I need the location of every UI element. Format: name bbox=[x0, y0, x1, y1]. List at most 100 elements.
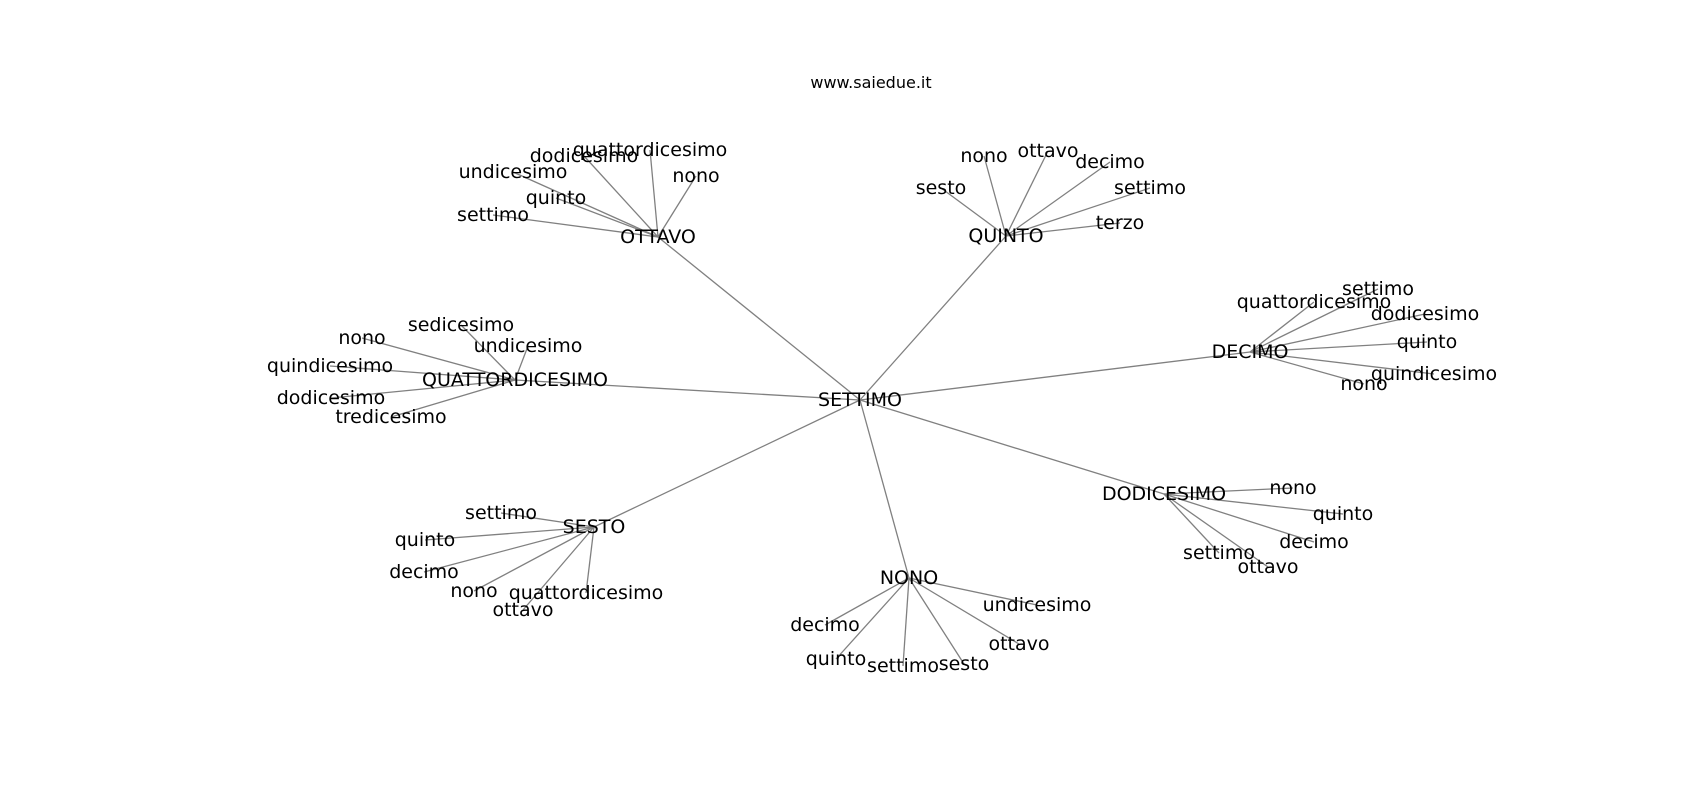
root-node-label: SETTIMO bbox=[818, 389, 902, 411]
edge-ottavo-to-quattordicesimo bbox=[649, 149, 659, 238]
edge-nono-to-ottavo bbox=[908, 577, 1020, 645]
leaf-node-label: ottavo bbox=[1017, 140, 1078, 162]
edge-nono-to-sesto bbox=[908, 577, 965, 665]
edge-root-to-decimo bbox=[859, 351, 1251, 401]
leaf-node-label: nono bbox=[1340, 373, 1387, 395]
leaf-node-label: decimo bbox=[1075, 151, 1145, 173]
edge-sesto-to-quattordicesimo bbox=[585, 526, 595, 594]
edge-ottavo-to-nono bbox=[657, 175, 697, 238]
leaf-node-label: settimo bbox=[465, 502, 537, 524]
leaf-node-label: quinto bbox=[806, 648, 867, 670]
leaf-node-label: dodicesimo bbox=[1371, 303, 1479, 325]
edge-nono-to-settimo bbox=[902, 577, 910, 667]
leaf-node-label: quindicesimo bbox=[1371, 363, 1497, 385]
leaf-node-label: sedicesimo bbox=[408, 314, 514, 336]
leaf-node-label: tredicesimo bbox=[335, 406, 446, 428]
cluster-node-label: DODICESIMO bbox=[1102, 483, 1226, 505]
edge-quinto-to-decimo bbox=[1005, 161, 1111, 237]
edge-root-to-nono bbox=[859, 399, 910, 579]
edge-quinto-to-sesto bbox=[940, 187, 1007, 237]
edge-dodicesimo-to-nono bbox=[1163, 487, 1294, 495]
leaf-node-label: nono bbox=[338, 327, 385, 349]
edge-dodicesimo-to-ottavo bbox=[1163, 493, 1269, 568]
edge-root-to-ottavo bbox=[657, 236, 861, 401]
leaf-node-label: terzo bbox=[1096, 212, 1145, 234]
leaf-node-label: quattordicesimo bbox=[573, 139, 728, 161]
leaf-node-label: quinto bbox=[1313, 503, 1374, 525]
edge-quattordicesimo-to-sedicesimo bbox=[460, 324, 516, 381]
edge-decimo-to-settimo bbox=[1249, 288, 1379, 353]
chart-title: www.saiedue.it bbox=[810, 73, 931, 92]
edge-quattordicesimo-to-dodicesimo bbox=[330, 379, 516, 399]
edge-quinto-to-nono bbox=[983, 155, 1007, 237]
edge-dodicesimo-to-quinto bbox=[1163, 493, 1344, 515]
leaf-node-label: nono bbox=[672, 165, 719, 187]
edge-sesto-to-settimo bbox=[500, 512, 595, 528]
leaf-node-label: sesto bbox=[916, 177, 967, 199]
leaf-node-label: quattordicesimo bbox=[1237, 291, 1392, 313]
edge-sesto-to-nono bbox=[473, 526, 595, 592]
edge-root-to-dodicesimo bbox=[859, 399, 1165, 495]
leaf-node-label: settimo bbox=[1183, 542, 1255, 564]
edge-dodicesimo-to-settimo bbox=[1163, 493, 1220, 554]
edge-quinto-to-terzo bbox=[1005, 222, 1121, 237]
leaf-node-label: quinto bbox=[395, 529, 456, 551]
leaf-node-label: decimo bbox=[389, 561, 459, 583]
edge-dodicesimo-to-decimo bbox=[1163, 493, 1315, 543]
leaf-node-label: dodicesimo bbox=[530, 145, 638, 167]
edge-root-to-sesto bbox=[593, 399, 861, 528]
edge-nono-to-quinto bbox=[835, 577, 910, 660]
leaf-node-label: nono bbox=[1269, 477, 1316, 499]
leaf-node-label: ottavo bbox=[492, 599, 553, 621]
edge-quinto-to-settimo bbox=[1005, 187, 1151, 237]
leaf-node-label: settimo bbox=[457, 204, 529, 226]
edge-decimo-to-nono bbox=[1249, 351, 1365, 385]
leaf-node-label: undicesimo bbox=[983, 594, 1092, 616]
edge-quattordicesimo-to-undicesimo bbox=[514, 345, 529, 381]
edge-decimo-to-quattordicesimo bbox=[1249, 301, 1315, 353]
edge-sesto-to-ottavo bbox=[522, 526, 595, 611]
cluster-node-label: SESTO bbox=[563, 516, 626, 538]
edge-sesto-to-quinto bbox=[424, 526, 595, 541]
edge-nono-to-undicesimo bbox=[908, 577, 1038, 606]
edge-quattordicesimo-to-quindicesimo bbox=[329, 365, 516, 381]
leaf-node-label: decimo bbox=[1279, 531, 1349, 553]
leaf-node-label: nono bbox=[450, 580, 497, 602]
cluster-node-label: DECIMO bbox=[1212, 341, 1289, 363]
edge-ottavo-to-undicesimo bbox=[512, 171, 659, 238]
leaf-node-label: nono bbox=[960, 145, 1007, 167]
labels-layer: SETTIMOOTTAVOquattordicesimododicesimoun… bbox=[267, 139, 1497, 677]
edge-nono-to-decimo bbox=[824, 577, 910, 626]
edge-ottavo-to-settimo bbox=[492, 214, 659, 238]
leaf-node-label: quindicesimo bbox=[267, 355, 393, 377]
edge-decimo-to-quindicesimo bbox=[1249, 351, 1435, 375]
edge-ottavo-to-dodicesimo bbox=[583, 155, 659, 238]
edge-root-to-quattordicesimo bbox=[514, 379, 861, 401]
leaf-node-label: undicesimo bbox=[474, 335, 583, 357]
edge-sesto-to-decimo bbox=[423, 526, 595, 573]
leaf-node-label: dodicesimo bbox=[277, 387, 385, 409]
leaf-node-label: quattordicesimo bbox=[509, 582, 664, 604]
leaf-node-label: settimo bbox=[867, 655, 939, 677]
edge-quattordicesimo-to-tredicesimo bbox=[390, 379, 516, 418]
cluster-node-label: QUINTO bbox=[968, 225, 1043, 247]
leaf-node-label: quinto bbox=[526, 187, 587, 209]
cluster-node-label: QUATTORDICESIMO bbox=[422, 369, 608, 391]
leaf-node-label: ottavo bbox=[1237, 556, 1298, 578]
edge-root-to-quinto bbox=[859, 235, 1007, 401]
edges-layer bbox=[329, 149, 1435, 667]
cluster-node-label: OTTAVO bbox=[620, 226, 696, 248]
edge-decimo-to-dodicesimo bbox=[1249, 313, 1426, 353]
leaf-node-label: undicesimo bbox=[459, 161, 568, 183]
leaf-node-label: decimo bbox=[790, 614, 860, 636]
leaf-node-label: settimo bbox=[1114, 177, 1186, 199]
leaf-node-label: sesto bbox=[939, 653, 990, 675]
leaf-node-label: settimo bbox=[1342, 278, 1414, 300]
cluster-node-label: NONO bbox=[880, 567, 938, 589]
leaf-node-label: quinto bbox=[1397, 331, 1458, 353]
edge-quattordicesimo-to-nono bbox=[361, 337, 516, 381]
leaf-node-label: ottavo bbox=[988, 633, 1049, 655]
edge-quinto-to-ottavo bbox=[1005, 150, 1049, 237]
edge-ottavo-to-quinto bbox=[555, 197, 659, 238]
